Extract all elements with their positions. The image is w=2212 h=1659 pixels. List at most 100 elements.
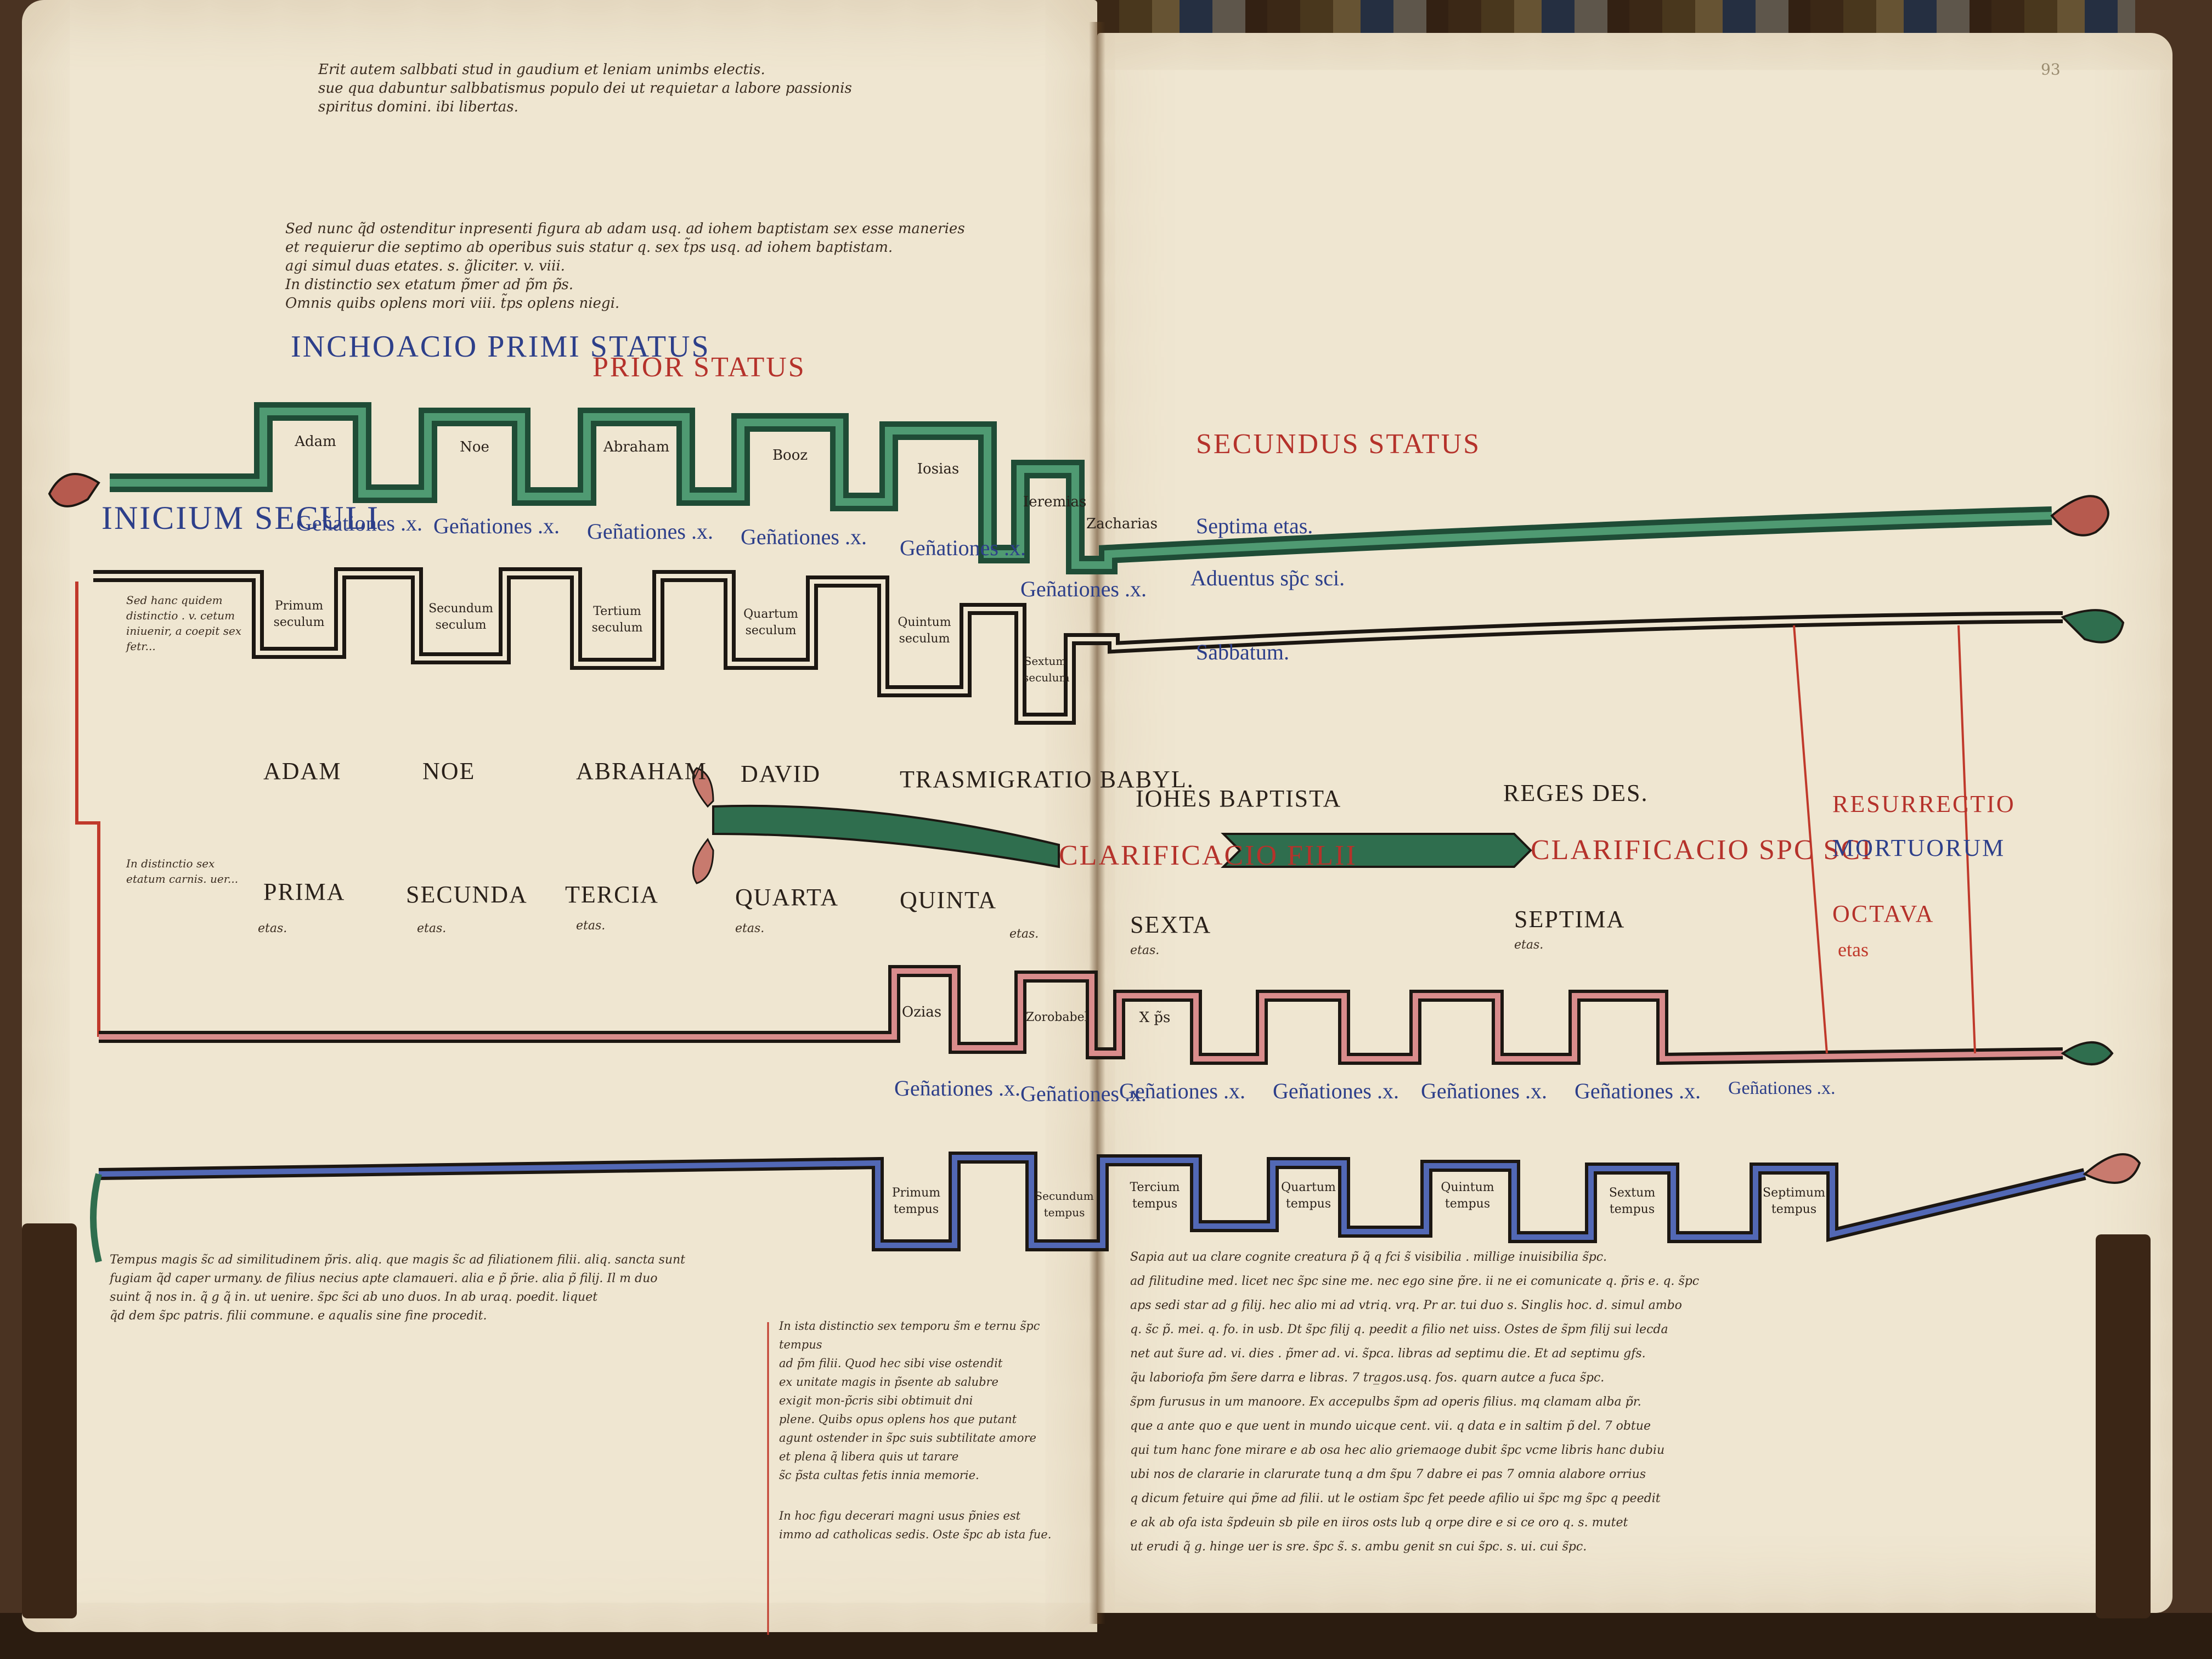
top-text-block: Erit autem salbbati stud in gaudium et l… [318, 60, 1086, 116]
paragraph-line: In ista distinctio sex temporu s̃m e ter… [779, 1319, 1040, 1351]
black-box-label: Quartum seculum [743, 607, 798, 637]
age-sub-label: etas. [1514, 938, 1544, 952]
name-label: DAVID [741, 760, 821, 787]
mortuorum-label: MORTUORUM [1832, 834, 2006, 861]
generationes-label: Geñationes .x. [1728, 1078, 1836, 1098]
reading-stand-right-support [2096, 1234, 2151, 1618]
name-label: REGES DES. [1503, 780, 1649, 806]
left-margin-note: In distinctio sex etatum carnis. uer... [126, 857, 239, 885]
name-label: ADAM [263, 758, 342, 785]
age-sub-label: etas. [417, 922, 447, 935]
left-page [22, 0, 1097, 1632]
green-box-label: Iosias [917, 461, 960, 477]
generationes-label: Geñationes .x. [587, 519, 713, 544]
blue-box-label: Septimum tempus [1763, 1186, 1825, 1216]
sabbatum-label: Sabbatum. [1196, 640, 1289, 664]
paragraph-line: aps sedi star ad g filij. hec alio mi ad… [1130, 1299, 1682, 1312]
green-box-label: Noe [460, 439, 489, 455]
paragraph-line: Sapia aut ua clare cognite creatura p̃ q… [1130, 1250, 1607, 1264]
generationes-label: Geñationes .x. [1421, 1079, 1547, 1103]
bottom-left-paragraph: Tempus magis s̃c ad similitudinem p̃ris.… [110, 1251, 768, 1325]
green-band [48, 402, 2109, 574]
paragraph-line: que a ante quo e que uent in mundo uicqu… [1130, 1419, 1651, 1433]
name-label: ABRAHAM [576, 758, 707, 785]
blue-box-label: Primum tempus [891, 1186, 941, 1216]
paragraph-line: exigit mon-p̃cris sibi obtimuit dni [779, 1394, 973, 1407]
red-band [75, 582, 2114, 1065]
generationes-label: Geñationes .x. [1020, 577, 1147, 601]
paragraph-line: ex unitate magis in p̃sente ab salubre [779, 1375, 998, 1389]
bottom-center-paragraph: In ista distinctio sex temporu s̃m e ter… [779, 1317, 1075, 1544]
red-box-label: X p̃s [1139, 1009, 1171, 1026]
paragraph-line: In hoc figu decerari magni usus p̃nies e… [779, 1509, 1021, 1522]
bottom-right-paragraph: Sapia aut ua clare cognite creatura p̃ q… [1130, 1245, 2096, 1559]
paragraph-line: ut erudi q̃ g. hinge uer is sre. s̃pc s̃… [1130, 1540, 1587, 1554]
blue-band [90, 1152, 2141, 1263]
name-label: TRASMIGRATIO BABYL. [900, 766, 1194, 793]
black-band-note: Sed hanc quidem distinctio . v. cetum in… [126, 594, 242, 653]
age-label: SEXTA [1130, 911, 1212, 938]
paragraph-line: immo ad catholicas sedis. Oste s̃pc ab i… [779, 1528, 1052, 1541]
rubric-initium-seculi: INICIUM SECULI [101, 500, 380, 536]
paragraph-line: e ak ab ofa ista s̃pdeuin sb pile en iir… [1130, 1516, 1628, 1530]
reading-stand-left-support [22, 1223, 77, 1618]
red-box-label: Ozias [901, 1004, 942, 1020]
paragraph-line: s̃pm furusus in um manoore. Ex accepulbs… [1130, 1395, 1641, 1409]
generationes-label: Geñationes .x. [296, 511, 422, 535]
paragraph-line: s̃c p̃sta cultas fetis innia memorie. [779, 1469, 979, 1482]
intro-line: Sed nunc q̃d ostenditur inpresenti figur… [285, 221, 965, 237]
blue-box-label: Sextum tempus [1609, 1186, 1656, 1216]
green-box-label: Booz [772, 447, 808, 464]
paragraph-line: ubi nos de clararie in clarurate tunq a … [1130, 1468, 1646, 1481]
blue-box-label: Quintum tempus [1441, 1181, 1494, 1211]
paragraph-line: agunt ostender in s̃pc suis subtilitate … [779, 1431, 1036, 1444]
clarificatio-spiritus-label: CLARIFICACIO SPC SCI [1531, 834, 1873, 866]
paragraph-line: q̃u laboriofa p̃m s̃ere darra e libras. … [1130, 1371, 1605, 1385]
paragraph-line: ad filitudine med. licet nec s̃pc sine m… [1130, 1274, 1700, 1288]
paragraph-line: suint q̃ nos in. q̃ g q̃ in. ut uenire. … [110, 1290, 598, 1304]
septima-etas-label: Septima etas. [1196, 514, 1313, 538]
octava-etas-label: etas [1838, 939, 1869, 961]
intro-line: In distinctio sex etatum p̃mer ad p̃m p̃… [285, 276, 574, 293]
name-label: NOE [422, 758, 476, 785]
black-box-label: Secundum seculum [428, 602, 493, 632]
age-label: TERCIA [565, 881, 659, 908]
rubric-secundus-status: SECUNDUS STATUS [1196, 428, 1481, 460]
black-box-label: Tertium seculum [591, 605, 643, 635]
aduentus-label: Aduentus sp̃c sci. [1190, 566, 1345, 590]
age-label: QUINTA [900, 887, 997, 913]
blue-box-label: Secundum tempus [1035, 1189, 1094, 1219]
age-label: PRIMA [263, 878, 346, 905]
paragraph-line: net aut s̃ure ad. vi. dies . p̃mer ad. v… [1130, 1347, 1646, 1361]
green-box-label: Zacharias [1086, 516, 1158, 532]
age-label: SECUNDA [406, 881, 528, 908]
generationes-label: Geñationes .x. [741, 524, 867, 549]
generationes-label: Geñationes .x. [433, 514, 560, 538]
age-label: QUARTA [735, 884, 839, 911]
paragraph-line: q̃d dem s̃pc patris. filii commune. e aq… [110, 1309, 487, 1323]
black-box-label: Primum seculum [273, 599, 325, 629]
resurrectio-label: RESURRECTIO [1832, 791, 2016, 817]
rubric-inchoatio: INCHOACIO PRIMI STATUS [291, 330, 710, 364]
generationes-label: Geñationes .x. [894, 1076, 1020, 1101]
name-label: IOHES BAPTISTA [1136, 785, 1342, 812]
intro-line: et requierur die septimo ab operibus sui… [285, 239, 893, 256]
octava-label: OCTAVA [1832, 900, 1935, 927]
paragraph-line: q. s̃c p̃. mei. q. fo. in usb. Dt s̃pc f… [1130, 1323, 1668, 1336]
paragraph-line: qui tum hanc fone mirare e ab osa hec al… [1130, 1443, 1665, 1457]
paragraph-line: ad p̃m filii. Quod hec sibi vise ostendi… [779, 1357, 1003, 1370]
folio-number: 93 [2041, 60, 2061, 78]
intro-paragraph: Sed nunc q̃d ostenditur inpresenti figur… [285, 219, 1075, 313]
red-box-label: Zorobabel [1026, 1011, 1088, 1024]
paragraph-line: plene. Quibs opus oplens hos que putant [779, 1413, 1017, 1426]
top-text-line: sue qua dabuntur salbbatismus populo dei… [318, 80, 852, 97]
paragraph-line: fugiam q̃d caper urmany. de filius neciu… [110, 1272, 658, 1285]
age-sub-label: etas. [1130, 944, 1160, 957]
age-sub-label: etas. [735, 922, 765, 935]
book-gutter [1089, 22, 1105, 1624]
intro-line: agi simul duas etates. s. g̃liciter. v. … [285, 258, 565, 274]
age-sub-label: etas. [258, 922, 287, 935]
age-sub-label: etas. [576, 919, 606, 933]
generationes-label: Geñationes .x. [1575, 1079, 1701, 1103]
